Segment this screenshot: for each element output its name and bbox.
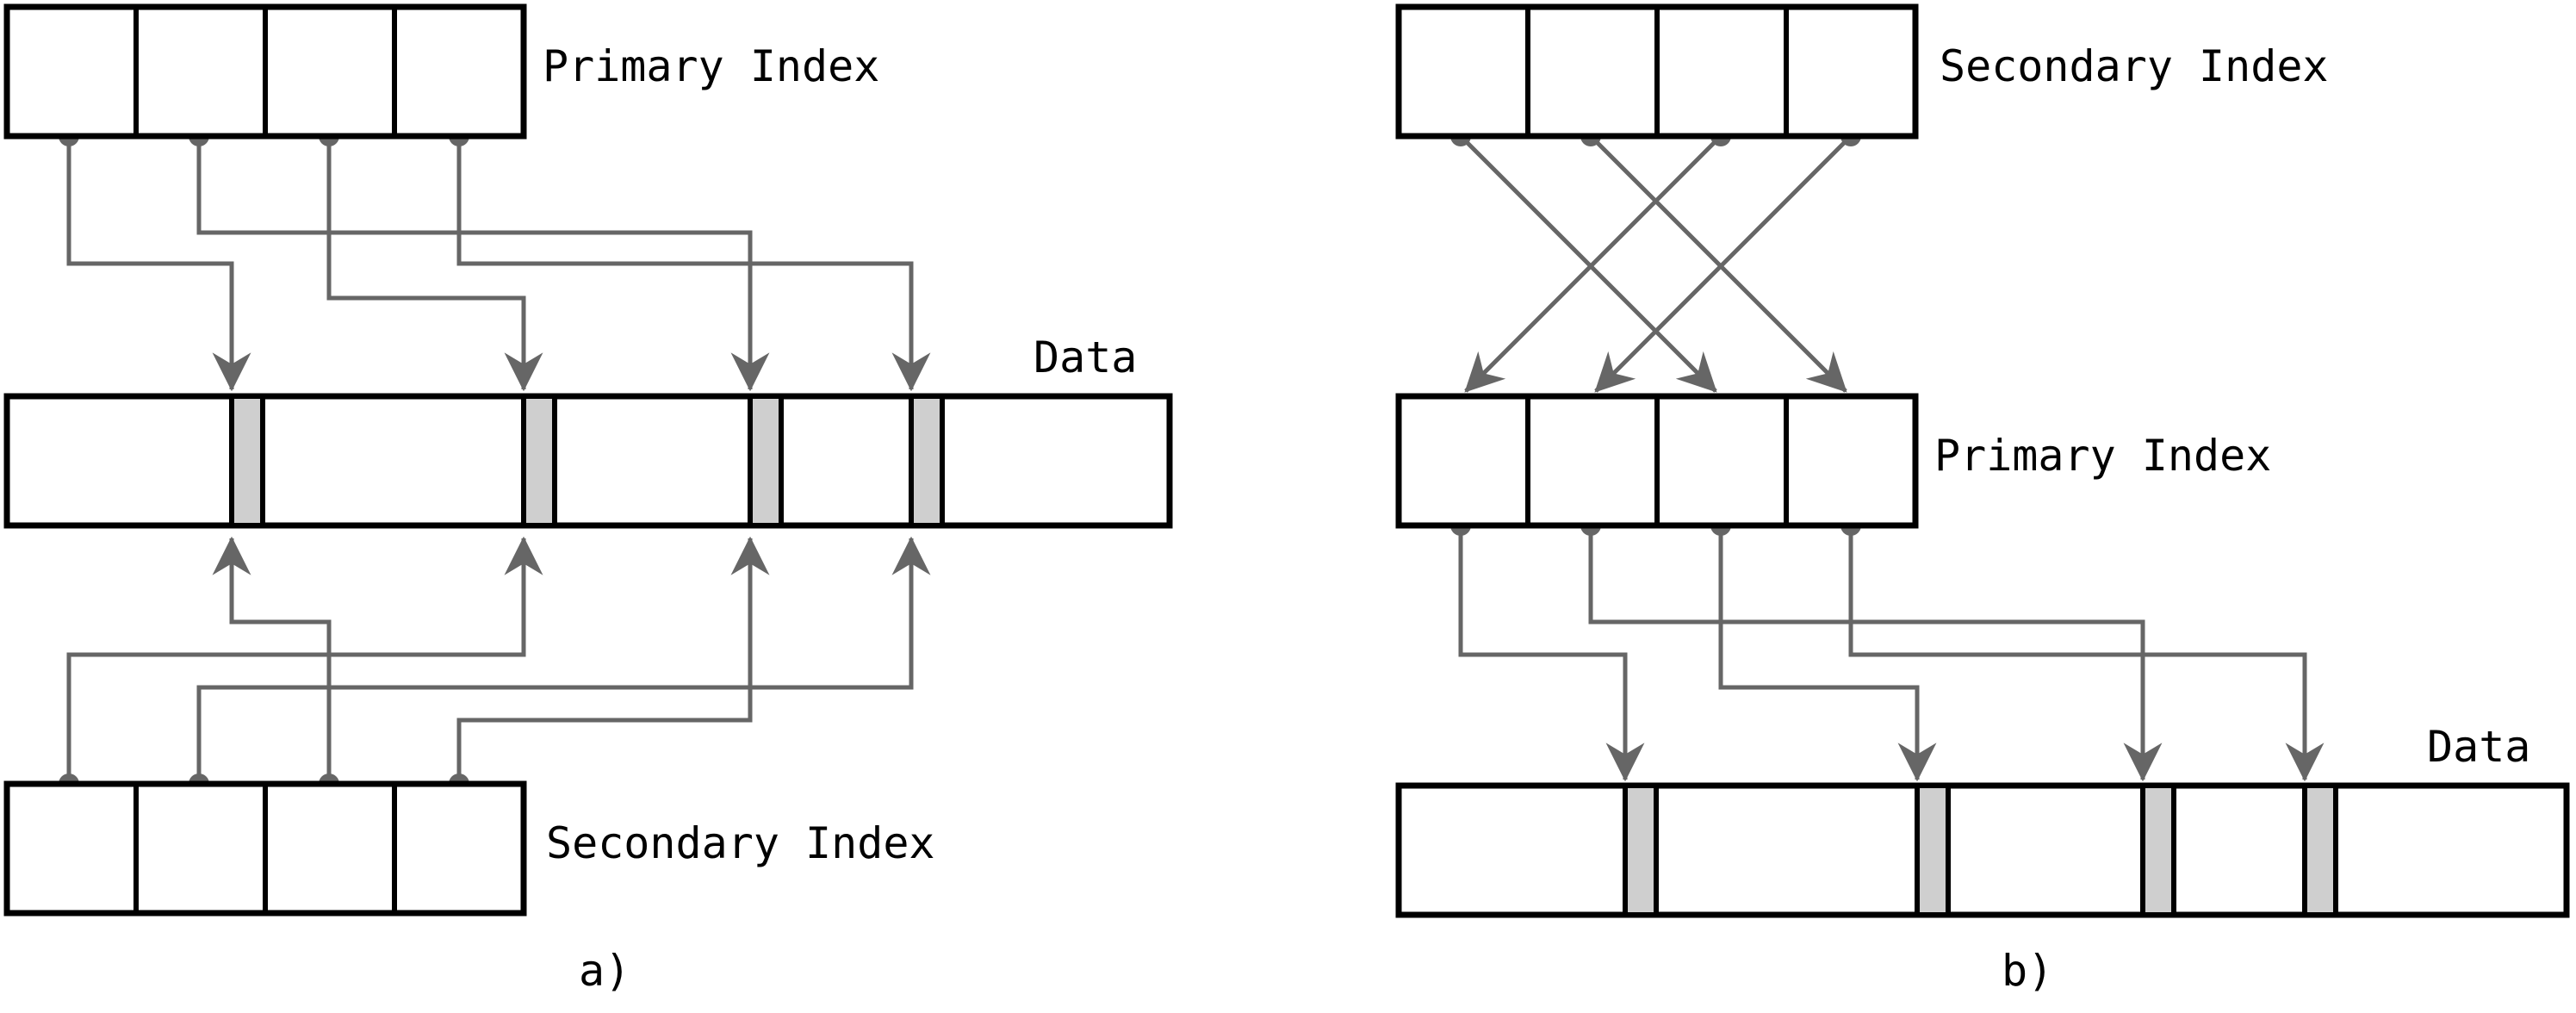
data-label: Data bbox=[2427, 722, 2530, 772]
secondary-to-primary-pointers bbox=[1450, 126, 1861, 393]
secondary-index-label: Secondary Index bbox=[546, 818, 935, 868]
secondary-index-a: Secondary Index bbox=[3, 780, 935, 917]
pointer-secondary-1 bbox=[1459, 134, 1717, 393]
data-record-2 bbox=[1915, 783, 1951, 917]
caption-b: b) bbox=[2002, 946, 2053, 996]
data-record-4 bbox=[909, 394, 945, 528]
primary-index-b: Primary Index bbox=[1395, 393, 2271, 529]
pointer-primary-1 bbox=[66, 136, 251, 392]
data-record-2 bbox=[521, 394, 557, 528]
data-box bbox=[3, 393, 1173, 529]
pointer-secondary-3 bbox=[212, 536, 332, 784]
data-record-3 bbox=[2140, 783, 2176, 917]
secondary-to-data-pointers bbox=[59, 536, 931, 794]
primary-to-data-pointers bbox=[1450, 515, 2325, 782]
data-a: Data bbox=[3, 332, 1173, 529]
primary-index-a: Primary Index bbox=[3, 3, 879, 140]
data-record-1 bbox=[1623, 783, 1659, 917]
pointer-primary-2 bbox=[1588, 525, 2163, 782]
pointer-secondary-4 bbox=[456, 536, 770, 784]
data-record-3 bbox=[748, 394, 784, 528]
primary-to-data-pointers bbox=[59, 126, 931, 392]
panel-a: Primary Index Data Secondary Index a) bbox=[3, 3, 1173, 996]
pointer-secondary-4 bbox=[1594, 134, 1853, 393]
data-b: Data bbox=[1395, 722, 2570, 918]
pointer-secondary-2 bbox=[196, 536, 931, 784]
pointer-primary-1 bbox=[1458, 525, 1645, 782]
panel-b: Secondary Index Primary Index Data b) bbox=[1395, 3, 2570, 996]
data-box bbox=[1395, 782, 2570, 918]
caption-a: a) bbox=[579, 946, 630, 996]
pointer-primary-2 bbox=[196, 136, 770, 392]
pointer-primary-3 bbox=[326, 136, 543, 392]
pointer-primary-4 bbox=[1848, 525, 2325, 782]
data-record-1 bbox=[229, 394, 265, 528]
primary-index-label: Primary Index bbox=[543, 41, 879, 91]
pointer-secondary-1 bbox=[66, 536, 543, 784]
primary-index-label: Primary Index bbox=[1934, 431, 2271, 481]
data-record-4 bbox=[2302, 783, 2338, 917]
pointer-secondary-3 bbox=[1464, 134, 1723, 393]
data-label: Data bbox=[1034, 332, 1137, 382]
secondary-index-b: Secondary Index bbox=[1395, 3, 2329, 140]
pointer-primary-3 bbox=[1718, 525, 1937, 782]
pointer-secondary-2 bbox=[1589, 134, 1847, 393]
secondary-index-label: Secondary Index bbox=[1940, 41, 2329, 91]
pointer-primary-4 bbox=[456, 136, 931, 392]
